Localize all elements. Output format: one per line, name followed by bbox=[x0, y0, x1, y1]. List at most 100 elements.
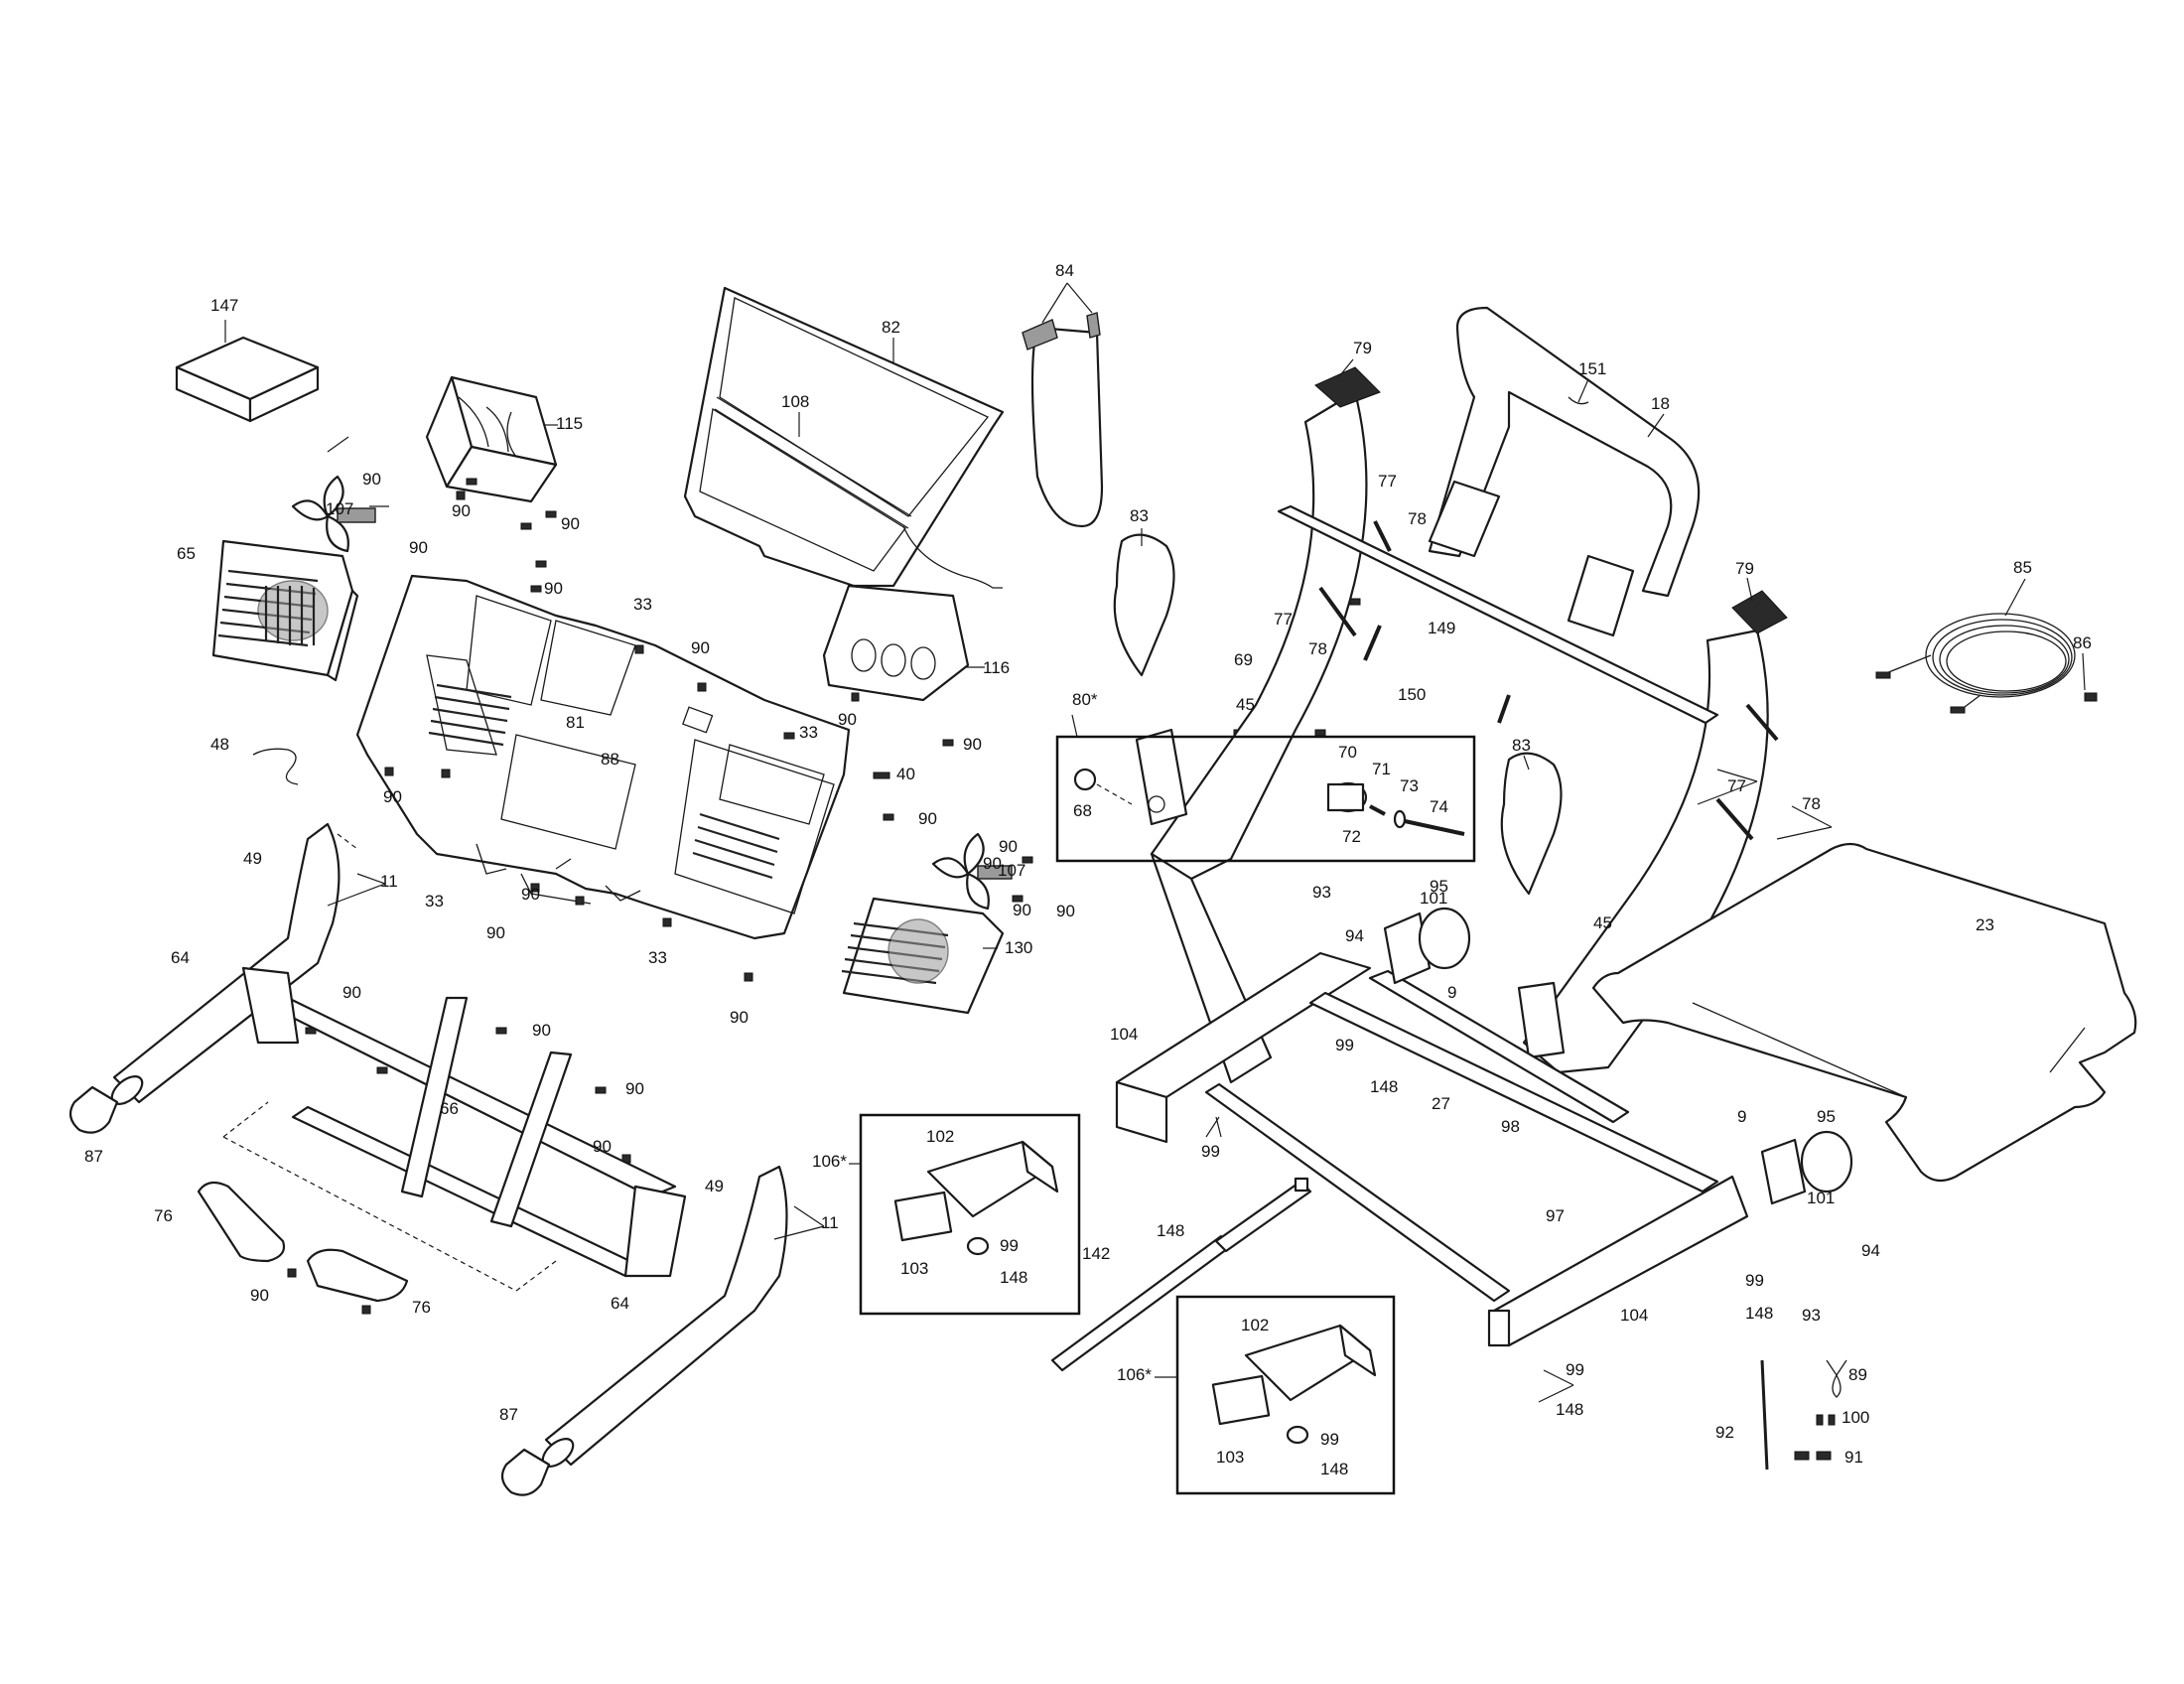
label-85: 85 bbox=[2013, 558, 2032, 577]
part-69-upright-right bbox=[1517, 629, 1769, 1074]
label-147: 147 bbox=[210, 296, 238, 315]
label-104-a: 104 bbox=[1110, 1025, 1138, 1044]
part-130-grille-right bbox=[841, 897, 1005, 1015]
label-148-c: 148 bbox=[1000, 1268, 1027, 1287]
part-100-91-hardware bbox=[1794, 1414, 1836, 1461]
part-106-kit-box-right bbox=[1175, 1295, 1396, 1495]
label-151: 151 bbox=[1578, 359, 1606, 378]
label-98: 98 bbox=[1501, 1117, 1520, 1136]
part-49-64-upright-left-bottom bbox=[500, 1165, 788, 1496]
label-116: 116 bbox=[983, 658, 1010, 677]
label-49-b: 49 bbox=[705, 1177, 724, 1195]
label-102-a: 102 bbox=[926, 1127, 954, 1146]
label-66: 66 bbox=[440, 1099, 459, 1118]
label-76-b: 76 bbox=[412, 1298, 431, 1317]
label-90: 90 bbox=[691, 638, 710, 657]
part-115-fan-housing bbox=[425, 375, 558, 503]
part-142-shock bbox=[1050, 1177, 1312, 1372]
part-77-78-fasteners bbox=[1318, 520, 1779, 841]
label-18: 18 bbox=[1651, 394, 1670, 413]
label-108: 108 bbox=[781, 392, 809, 411]
leader-lines bbox=[327, 358, 2086, 1403]
label-82: 82 bbox=[882, 318, 900, 337]
label-78-a: 78 bbox=[1408, 509, 1427, 528]
label-64-a: 64 bbox=[171, 948, 190, 967]
label-90: 90 bbox=[983, 854, 1002, 873]
label-81: 81 bbox=[566, 713, 585, 732]
label-77-a: 77 bbox=[1378, 472, 1397, 491]
crossbar-upper bbox=[1277, 504, 1719, 725]
part-65-grille-left bbox=[211, 539, 359, 682]
part-23-deck-cover bbox=[1591, 842, 2137, 1183]
part-83-cover-right bbox=[1500, 752, 1563, 896]
label-99-b: 99 bbox=[1201, 1142, 1220, 1161]
label-87-a: 87 bbox=[84, 1147, 103, 1166]
label-104-b: 104 bbox=[1620, 1306, 1648, 1325]
part-49-64-upright-left-top bbox=[68, 822, 358, 1134]
label-64-b: 64 bbox=[611, 1294, 629, 1313]
label-106-a: 106* bbox=[812, 1152, 847, 1171]
part-95-101-wheel-right bbox=[1760, 1130, 1853, 1205]
part-80-kit-box bbox=[1055, 735, 1476, 863]
label-90: 90 bbox=[521, 885, 540, 904]
label-94-a: 94 bbox=[1345, 926, 1364, 945]
label-33-c: 33 bbox=[425, 892, 444, 911]
label-94-b: 94 bbox=[1861, 1241, 1880, 1260]
part-106-kit-box-left bbox=[859, 1113, 1081, 1316]
label-33-a: 33 bbox=[633, 595, 652, 614]
label-90: 90 bbox=[342, 983, 361, 1002]
label-89: 89 bbox=[1848, 1365, 1867, 1384]
label-103-a: 103 bbox=[900, 1259, 928, 1278]
label-107-left: 107 bbox=[326, 499, 353, 518]
label-9-b: 9 bbox=[1737, 1107, 1746, 1126]
label-90: 90 bbox=[1056, 902, 1075, 920]
part-81-console-base bbox=[355, 574, 851, 940]
label-91: 91 bbox=[1844, 1448, 1863, 1467]
label-83-right: 83 bbox=[1512, 736, 1531, 755]
part-80-kit-contents bbox=[1073, 768, 1465, 836]
label-65: 65 bbox=[177, 544, 196, 563]
label-77-c: 77 bbox=[1727, 776, 1746, 795]
label-73: 73 bbox=[1400, 776, 1419, 795]
part-116-fan-housing bbox=[822, 584, 985, 702]
label-78-b: 78 bbox=[1308, 639, 1327, 658]
label-9-a: 9 bbox=[1447, 983, 1456, 1002]
part-84-safety-strap bbox=[1022, 282, 1104, 528]
part-18-handrail bbox=[1428, 306, 1701, 637]
label-95-a: 95 bbox=[1430, 877, 1448, 896]
label-77-b: 77 bbox=[1274, 610, 1293, 629]
part-83-cover-left bbox=[1113, 533, 1175, 677]
label-90: 90 bbox=[593, 1137, 612, 1156]
label-90: 90 bbox=[409, 538, 428, 557]
label-86: 86 bbox=[2073, 633, 2092, 652]
label-93-a: 93 bbox=[1312, 883, 1331, 902]
part-89-clip bbox=[1826, 1359, 1847, 1398]
label-90: 90 bbox=[963, 735, 982, 754]
label-45-a: 45 bbox=[1236, 695, 1255, 714]
label-102-b: 102 bbox=[1241, 1316, 1269, 1334]
label-87-b: 87 bbox=[499, 1405, 518, 1424]
part-107-fan-right bbox=[931, 832, 1013, 911]
label-148-f: 148 bbox=[1320, 1460, 1348, 1478]
label-148-d: 148 bbox=[1745, 1304, 1773, 1323]
label-48: 48 bbox=[210, 735, 229, 754]
label-100: 100 bbox=[1842, 1408, 1869, 1427]
label-90: 90 bbox=[532, 1021, 551, 1040]
label-84: 84 bbox=[1055, 261, 1074, 280]
label-90: 90 bbox=[561, 514, 580, 533]
part-92-rod bbox=[1760, 1359, 1769, 1471]
label-33-b: 33 bbox=[799, 723, 818, 742]
label-90: 90 bbox=[730, 1008, 749, 1027]
label-78-c: 78 bbox=[1802, 794, 1821, 813]
label-68: 68 bbox=[1073, 801, 1092, 820]
label-149: 149 bbox=[1428, 619, 1455, 637]
label-106-b: 106* bbox=[1117, 1365, 1152, 1384]
label-90: 90 bbox=[999, 837, 1018, 856]
part-82-console-frame bbox=[683, 286, 1005, 589]
label-90: 90 bbox=[362, 470, 381, 489]
part-147-pad bbox=[175, 320, 320, 423]
label-90: 90 bbox=[625, 1079, 644, 1098]
label-79-right: 79 bbox=[1735, 559, 1754, 578]
part-79-cap-left bbox=[1314, 366, 1381, 408]
